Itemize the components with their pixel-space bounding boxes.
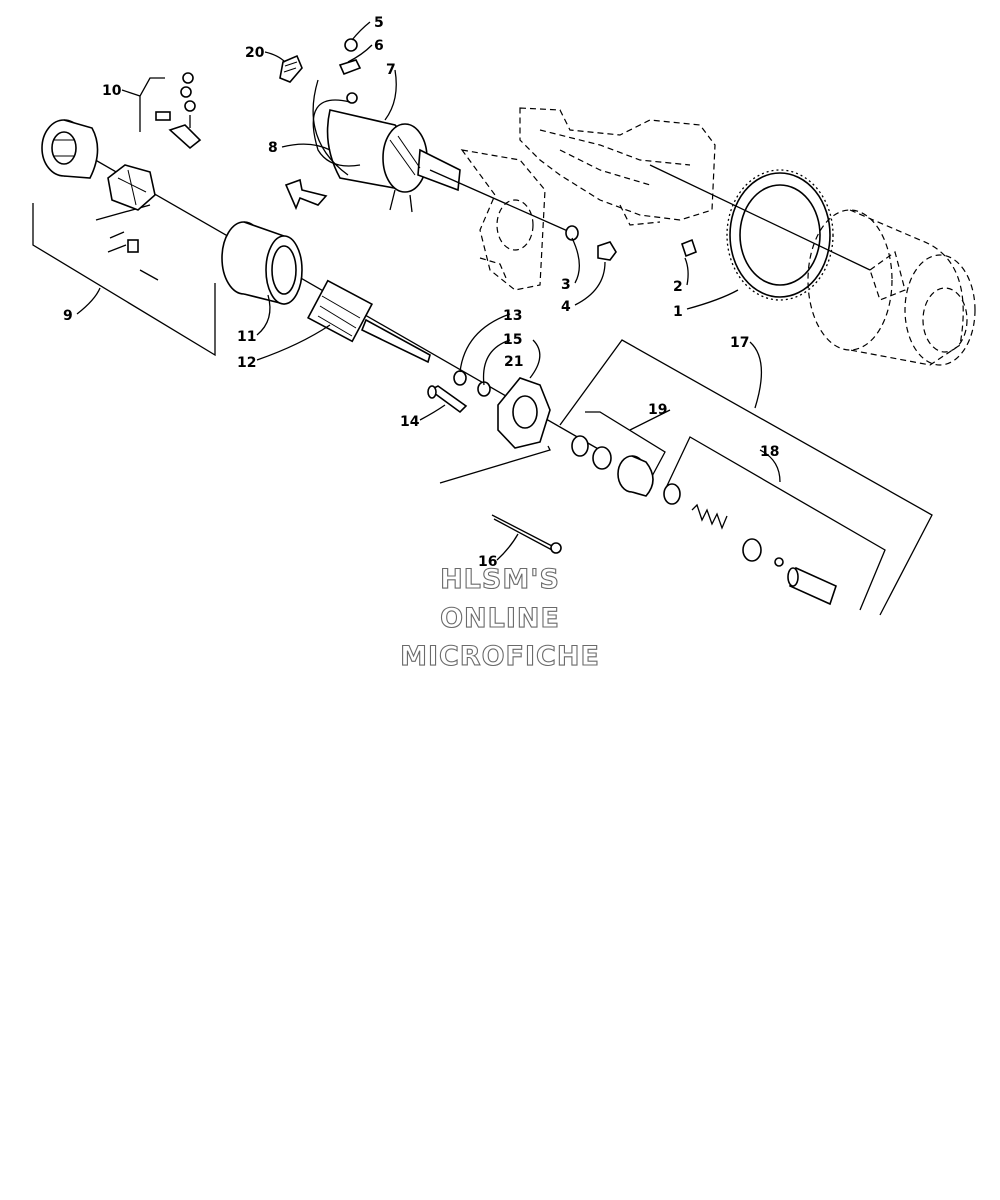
drive-shaft-part: [787, 566, 837, 606]
field-housing-part: [221, 221, 303, 305]
callout-21: 21: [504, 354, 523, 370]
pinion-sleeve-part: [663, 483, 681, 505]
gear-axis-line: [649, 164, 871, 271]
nut-part-4: [597, 241, 617, 261]
callout-11: 11: [237, 329, 256, 345]
drive-washer-a: [571, 435, 589, 457]
spring-part: [691, 503, 728, 530]
callout-7: 7: [386, 62, 396, 78]
group-bracket-17: [559, 339, 933, 616]
callout-2: 2: [673, 279, 683, 295]
watermark-line-2: ONLINE: [440, 603, 560, 634]
pinion-clutch-part: [617, 455, 654, 497]
clip-part: [774, 557, 784, 567]
callout-14: 14: [400, 414, 420, 430]
clutch-dashed: [807, 209, 976, 366]
watermark-line-1: HLSM'S: [440, 564, 560, 595]
armature-part: [306, 279, 431, 364]
callout-5: 5: [374, 15, 384, 31]
callout-8: 8: [268, 140, 278, 156]
drive-housing-part-15: [497, 377, 551, 449]
group-bracket-lower: [439, 445, 551, 484]
mounting-bracket-part: [460, 149, 546, 291]
callout-18: 18: [760, 444, 779, 460]
callout-15: 15: [503, 332, 522, 348]
hardware-10-parts: [155, 72, 202, 150]
callout-6: 6: [374, 38, 384, 54]
callout-3: 3: [561, 277, 571, 293]
nut-part-5: [344, 38, 358, 52]
boot-part-20: [279, 54, 303, 83]
group-bracket-9: [32, 203, 216, 357]
washer-part-13: [453, 370, 467, 386]
starter-assembly-part: [312, 79, 461, 213]
brush-small-parts: [107, 231, 159, 281]
group-bracket-18: [664, 436, 886, 611]
washer-part-3: [565, 225, 579, 241]
end-cap-part: [41, 119, 99, 179]
engine-housing-dashed: [519, 107, 716, 226]
washer-part-6: [338, 59, 362, 76]
ring-gear-part: [726, 169, 834, 301]
callout-4: 4: [561, 299, 571, 315]
leader-lines: [76, 21, 781, 561]
drive-washer-b: [592, 446, 612, 470]
callout-16: 16: [478, 554, 497, 570]
callout-19: 19: [648, 402, 667, 418]
callout-17: 17: [730, 335, 749, 351]
callout-13: 13: [503, 308, 522, 324]
mount-axis-line: [429, 169, 571, 233]
bolt-part-14: [427, 385, 468, 414]
collar-part: [742, 538, 762, 562]
front-direction-arrow: [284, 178, 328, 211]
brush-holder-part: [107, 164, 156, 211]
callout-9: 9: [63, 308, 73, 324]
callout-1: 1: [673, 304, 683, 320]
callout-20: 20: [245, 45, 265, 61]
watermark-line-3: MICROFICHE: [400, 641, 600, 672]
group-bracket-19: [585, 411, 666, 481]
callout-10: 10: [102, 83, 122, 99]
bolt-part-2: [681, 238, 697, 258]
callout-12: 12: [237, 355, 256, 371]
group-bracket-10: [139, 77, 165, 132]
long-bolt-part-16: [491, 514, 562, 554]
